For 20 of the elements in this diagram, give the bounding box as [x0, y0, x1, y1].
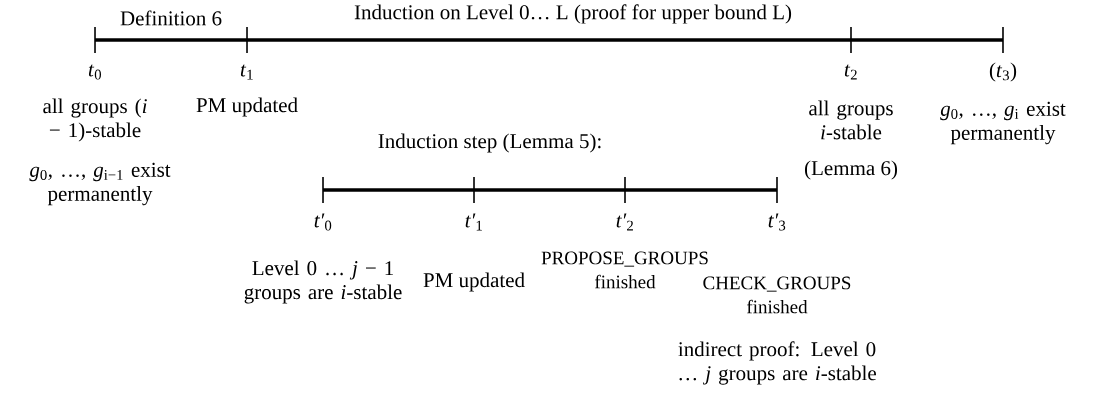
event-label: all groups i-stable [809, 100, 893, 140]
phase-label: Definition 6 [120, 10, 222, 26]
reference-label: (Lemma 6) [805, 160, 898, 180]
time-label: t′$_{1}$ [465, 213, 482, 231]
event-label: PM updated [423, 272, 525, 292]
time-label: t$_{1}$ [240, 64, 253, 80]
time-label: t′$_{3}$ [768, 213, 786, 231]
time-label: t$_{0}$ [88, 64, 101, 80]
time-label: t$_{2}$ [844, 64, 857, 80]
event-label: PM updated [196, 97, 298, 117]
phase-label: Induction step (Lemma 5): [378, 133, 601, 153]
time-label: t′$_{2}$ [616, 213, 633, 231]
event-label: g$_{0}$, …, g$_{i−1}$ exist permanently [29, 162, 171, 206]
event-label: Level 0 … j − 1 groups are i-stable [244, 260, 402, 304]
event-label: indirect proof: Level 0 … j groups are i-stable [678, 341, 876, 385]
phase-label: Induction on Level 0… L (proof for upper bound L) [354, 4, 792, 24]
time-label: (t$_{3}$) [989, 62, 1017, 82]
time-label: t′$_{0}$ [314, 213, 332, 231]
event-label: g$_{0}$, …, g$_{i}$ exist permanently [940, 101, 1066, 145]
event-label: all groups (i − 1)-stable [43, 98, 147, 142]
